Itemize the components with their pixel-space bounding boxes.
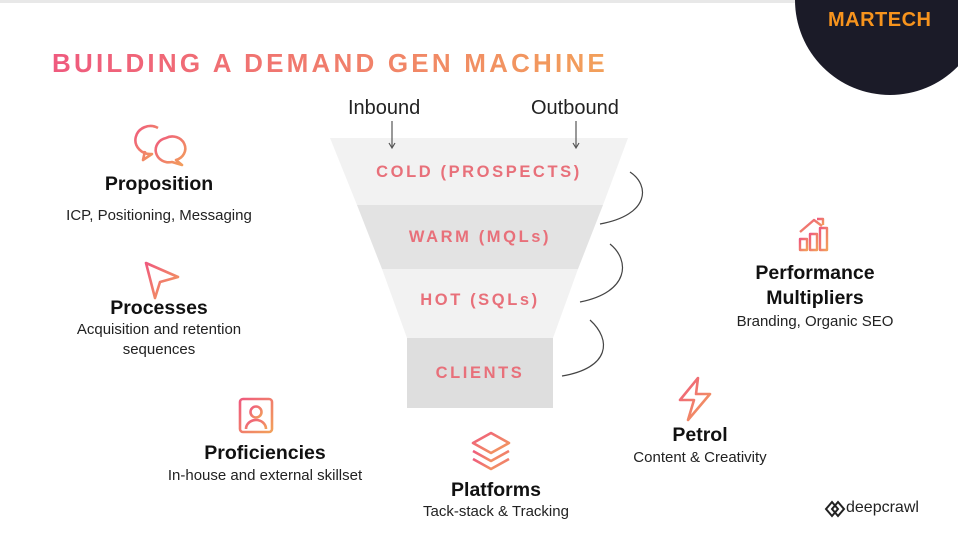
stage-label-warm: WARM (MQLs) — [408, 228, 552, 246]
proficiencies-subtitle: In-house and external skillset — [167, 467, 363, 484]
funnel-stage-hot — [382, 269, 578, 338]
connector-hot-clients — [561, 319, 605, 377]
stage-label-hot: HOT (SQLs) — [420, 291, 540, 309]
bar-chart-growth-icon — [798, 217, 832, 252]
stage-label-cold: COLD (PROSPECTS) — [376, 163, 582, 181]
person-frame-icon — [238, 397, 274, 434]
funnel-stage-warm — [357, 205, 603, 269]
proposition-subtitle: ICP, Positioning, Messaging — [66, 207, 252, 224]
send-arrow-icon — [144, 261, 180, 300]
page-title: BUILDING A DEMAND GEN MACHINE — [52, 48, 608, 78]
petrol-title: Petrol — [672, 424, 728, 446]
outbound-arrow — [572, 121, 580, 150]
funnel-stage-cold — [330, 138, 628, 205]
deepcrawl-brand: deepcrawl — [846, 499, 919, 516]
connector-cold-warm — [599, 171, 644, 225]
performance-subtitle: Branding, Organic SEO — [736, 313, 894, 330]
inbound-arrow — [388, 121, 396, 150]
top-divider — [0, 0, 958, 3]
processes-subtitle-line2: sequences — [122, 341, 196, 358]
martech-logo: MARTECH — [828, 9, 932, 31]
connector-warm-hot — [579, 243, 624, 303]
deepcrawl-logo-icon — [824, 500, 846, 518]
performance-title-line1: Performance — [755, 262, 875, 284]
lightning-icon — [678, 376, 712, 422]
outbound-label: Outbound — [531, 97, 619, 119]
funnel-stage-clients — [407, 338, 553, 408]
speech-bubbles-icon — [134, 124, 187, 167]
platforms-subtitle: Tack-stack & Tracking — [423, 503, 569, 520]
processes-title: Processes — [110, 297, 208, 319]
layers-icon — [471, 431, 511, 471]
stage-label-clients: CLIENTS — [435, 364, 525, 382]
petrol-subtitle: Content & Creativity — [633, 449, 767, 466]
platforms-title: Platforms — [451, 479, 541, 501]
proficiencies-title: Proficiencies — [204, 442, 326, 464]
proposition-title: Proposition — [104, 173, 214, 195]
performance-title-line2: Multipliers — [766, 287, 864, 309]
inbound-label: Inbound — [348, 97, 421, 119]
processes-subtitle-line1: Acquisition and retention — [76, 321, 242, 338]
